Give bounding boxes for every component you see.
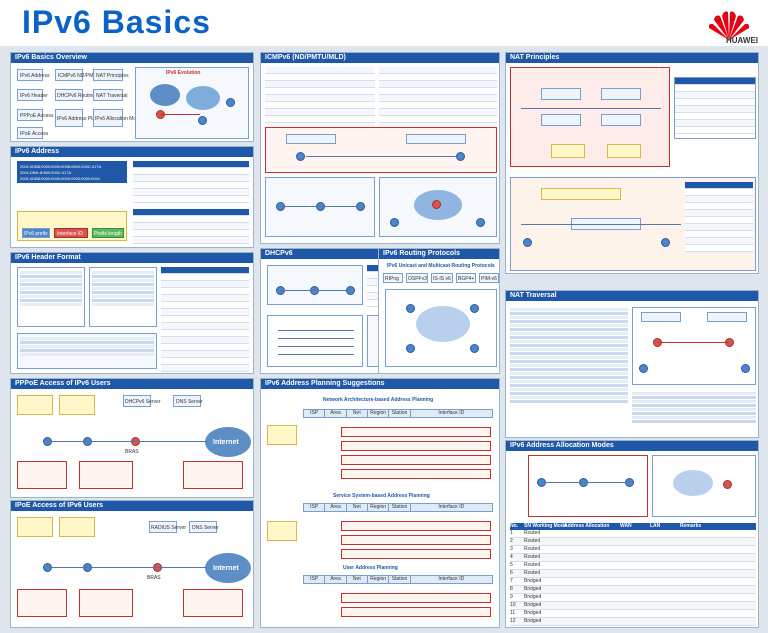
nat-mapping-table [674, 77, 756, 139]
panel-title: IPv6 Header Format [11, 253, 253, 263]
overview-box: IPv6 Allocation Modes [93, 109, 144, 127]
nd-diagram [265, 127, 497, 173]
panel-pppoe: PPPoE Access of IPv6 Users DHCPv6 Server… [10, 378, 254, 498]
huawei-logo-icon [708, 11, 750, 40]
extension-header [17, 333, 157, 369]
panel-header-format: IPv6 Header Format [10, 252, 254, 374]
panel-nat-traversal: NAT Traversal [505, 290, 759, 438]
overview-box: IPoE Access [17, 127, 48, 139]
page-header: IPv6 Basics HUAWEI [0, 0, 768, 46]
panel-allocation: IPv6 Address Allocation Modes No. SN Wor… [505, 440, 759, 628]
panel-title: IPv6 Address Planning Suggestions [261, 379, 499, 389]
panel-title: ICMPv6 (ND/PMTU/MLD) [261, 53, 499, 63]
panel-title: DHCPv6 [261, 249, 486, 259]
overview-box: NAT Principles [93, 69, 129, 81]
ipv4-header [17, 267, 85, 327]
panel-title: IPoE Access of IPv6 Users [11, 501, 253, 511]
routing-diagram [385, 289, 497, 367]
panel-ipoe: IPoE Access of IPv6 Users RADIUS Server … [10, 500, 254, 628]
nat64-diagram [510, 177, 756, 271]
allocation-table: No. SN Working Mode Address Allocation W… [510, 523, 756, 626]
nat44-diagram [510, 67, 670, 167]
panel-basics-overview: IPv6 Basics Overview IPv6 Address ICMPv6… [10, 52, 254, 142]
overview-box: ICMPv6 ND/PMTU/MLD [55, 69, 112, 81]
dhcpv6-exchange [267, 315, 363, 367]
evolution-diagram: IPv6 Evolution [135, 67, 249, 139]
panel-planning: IPv6 Address Planning Suggestions Networ… [260, 378, 500, 628]
dhcpv6-stateful [267, 265, 363, 305]
address-example: 2001:0DB8:0000:0000:0008:0800:200C:417A … [17, 161, 127, 183]
mld-diagram [379, 177, 497, 237]
pmtu-diagram [265, 177, 375, 237]
overview-box: PPPoE Access [17, 109, 53, 121]
overview-box: IPv6 Header [17, 89, 48, 101]
panel-title: IPv6 Address Allocation Modes [506, 441, 758, 451]
ipv6-header [89, 267, 157, 327]
panel-nat-principles: NAT Principles [505, 52, 759, 274]
allocation-diagram-a [528, 455, 648, 517]
huawei-logo-text: HUAWEI [726, 36, 758, 45]
address-format: IPv6 prefix Interface ID Prefix length [17, 211, 127, 241]
panel-routing: IPv6 Routing Protocols IPv6 Unicast and … [378, 248, 500, 374]
allocation-diagram-b [652, 455, 756, 517]
panel-title: PPPoE Access of IPv6 Users [11, 379, 253, 389]
panel-ipv6-address: IPv6 Address 2001:0DB8:0000:0000:0008:08… [10, 146, 254, 248]
panel-title: NAT Traversal [506, 291, 758, 301]
overview-box: DHCPv6 Routing Protocol [55, 89, 115, 101]
nat-traversal-diagram [632, 307, 756, 385]
panel-icmpv6: ICMPv6 (ND/PMTU/MLD) [260, 52, 500, 244]
overview-box: NAT Traversal [93, 89, 128, 101]
panel-title: IPv6 Routing Protocols [379, 249, 499, 259]
page-title: IPv6 Basics [22, 4, 211, 40]
panel-title: IPv6 Basics Overview [11, 53, 253, 63]
overview-box: IPv6 Address [17, 69, 49, 81]
overview-box: IPv6 Address Planning [55, 109, 107, 127]
panel-title: IPv6 Address [11, 147, 253, 157]
panel-title: NAT Principles [506, 53, 758, 63]
